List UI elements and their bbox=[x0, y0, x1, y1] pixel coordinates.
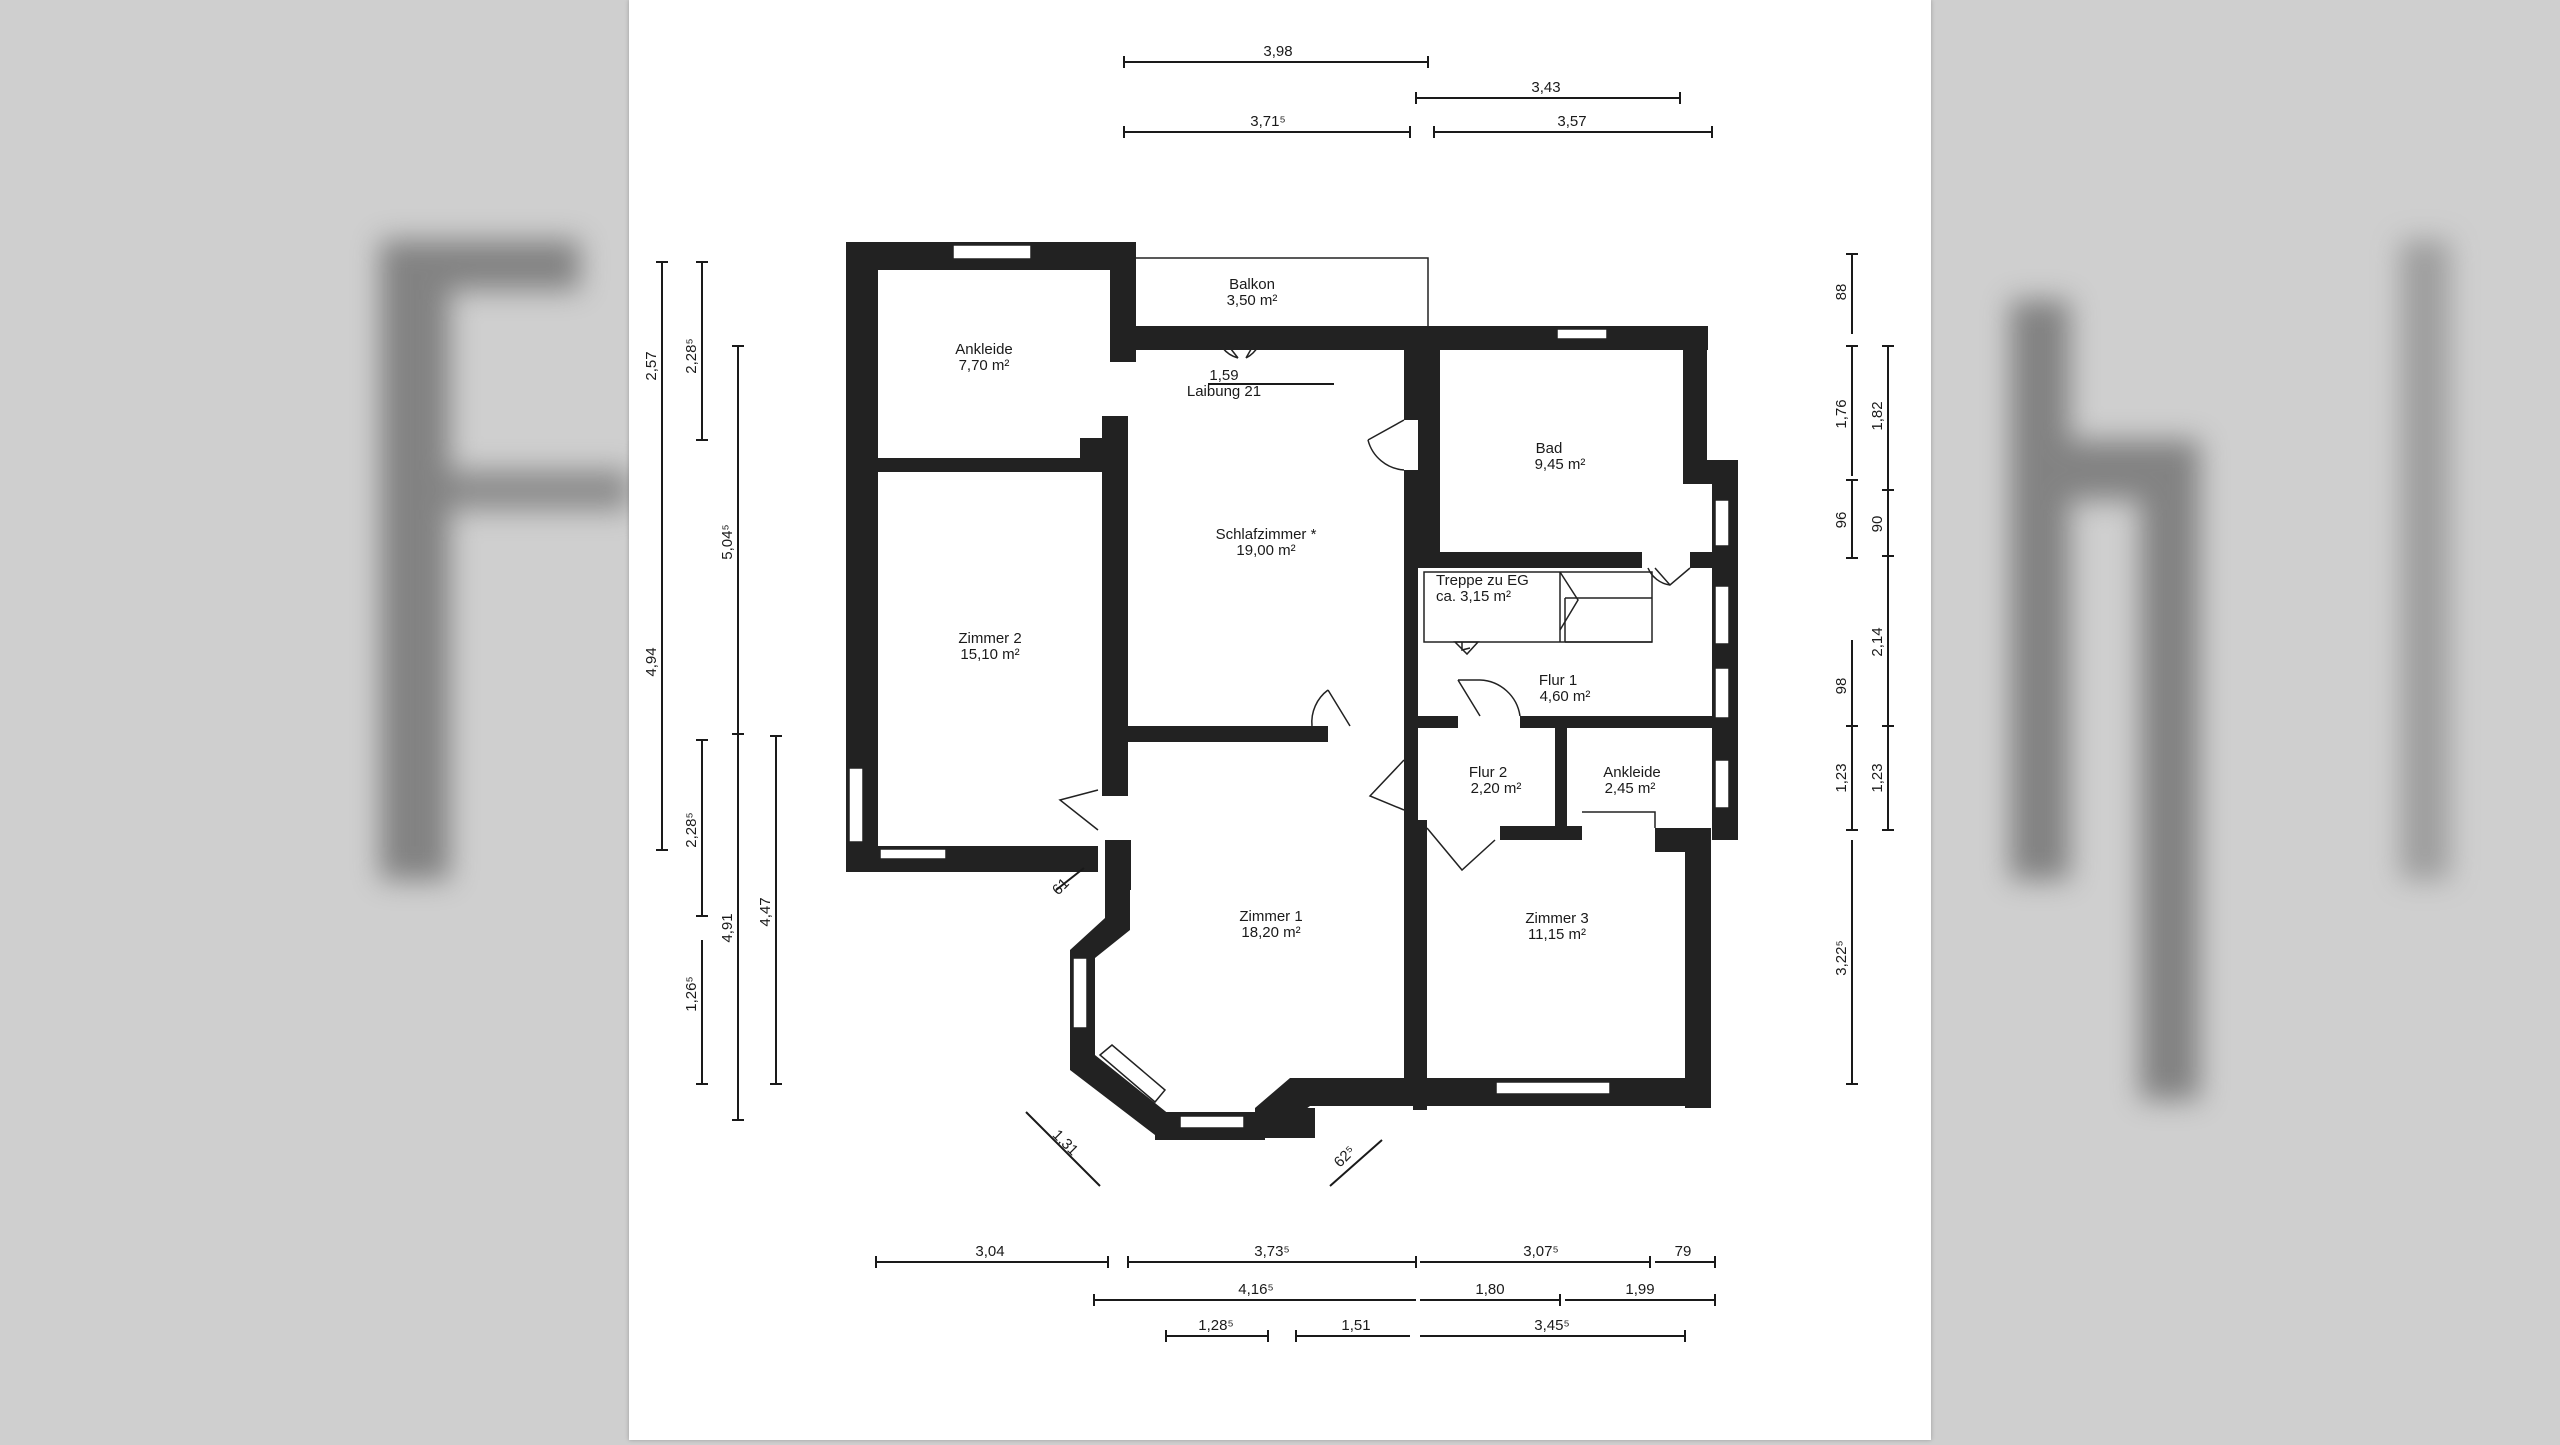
room-ankleide2-name: Ankleide bbox=[1603, 764, 1661, 781]
dim-right-5: 90 bbox=[1869, 516, 1886, 533]
room-balkon-area: 3,50 m² bbox=[1227, 292, 1278, 309]
stairs bbox=[1423, 571, 1653, 656]
dim-right-4: 96 bbox=[1833, 512, 1850, 529]
dim-top-3: 3,71⁵ bbox=[1250, 113, 1285, 130]
room-zimmer1-name: Zimmer 1 bbox=[1239, 908, 1302, 925]
dim-bottom-1: 3,04 bbox=[975, 1243, 1004, 1260]
dim-right-1: 88 bbox=[1833, 284, 1850, 301]
dimension-lines bbox=[661, 61, 1889, 1337]
dim-left-8: 1,26⁵ bbox=[683, 976, 700, 1011]
balcony-door-width: 1,59 bbox=[1209, 367, 1238, 384]
floor-plan: Balkon 3,50 m² Ankleide 7,70 m² Bad 9,45… bbox=[643, 43, 1894, 1342]
dimension-ticks bbox=[656, 56, 1894, 1342]
dim-right-6: 98 bbox=[1833, 678, 1850, 695]
room-bad-area: 9,45 m² bbox=[1535, 456, 1586, 473]
walls bbox=[846, 242, 1738, 1140]
dim-right-8: 1,23 bbox=[1833, 763, 1850, 792]
room-flur2-area: 2,20 m² bbox=[1471, 780, 1522, 797]
room-ankleide2-area: 2,45 m² bbox=[1605, 780, 1656, 797]
dim-left-6: 4,91 bbox=[719, 913, 736, 942]
dim-right-7: 2,14 bbox=[1869, 627, 1886, 656]
dim-bottom-2: 3,73⁵ bbox=[1254, 1243, 1289, 1260]
doors bbox=[1058, 329, 1691, 872]
dim-bottom-3: 3,07⁵ bbox=[1523, 1243, 1558, 1260]
dim-bottom-8: 1,28⁵ bbox=[1198, 1317, 1233, 1334]
dim-right-2: 1,76 bbox=[1833, 399, 1850, 428]
room-schlafzimmer-name: Schlafzimmer * bbox=[1216, 526, 1317, 543]
balcony-outline bbox=[1128, 257, 1429, 326]
room-schlafzimmer-area: 19,00 m² bbox=[1236, 542, 1295, 559]
room-treppe-name: Treppe zu EG bbox=[1436, 572, 1529, 589]
room-balkon-name: Balkon bbox=[1229, 276, 1275, 293]
dim-left-2: 2,28⁵ bbox=[683, 338, 700, 373]
dim-left-1: 2,57 bbox=[643, 351, 660, 380]
dim-right-9: 1,23 bbox=[1869, 763, 1886, 792]
dim-diag-3: 62⁵ bbox=[1331, 1143, 1359, 1171]
dim-bottom-6: 1,80 bbox=[1475, 1281, 1504, 1298]
room-ankleide-name: Ankleide bbox=[955, 341, 1013, 358]
dim-bottom-9: 1,51 bbox=[1341, 1317, 1370, 1334]
dim-right-3: 1,82 bbox=[1869, 401, 1886, 430]
dim-bottom-7: 1,99 bbox=[1625, 1281, 1654, 1298]
room-flur2-name: Flur 2 bbox=[1469, 764, 1507, 781]
dim-top-1: 3,98 bbox=[1263, 43, 1292, 60]
windows bbox=[848, 244, 1730, 1129]
room-zimmer3-area: 11,15 m² bbox=[1528, 926, 1586, 943]
dim-bottom-4: 79 bbox=[1675, 1243, 1692, 1260]
dim-left-3: 5,04⁵ bbox=[719, 524, 736, 559]
room-ankleide-area: 7,70 m² bbox=[959, 357, 1010, 374]
dim-bottom-10: 3,45⁵ bbox=[1534, 1317, 1569, 1334]
room-labels: Balkon 3,50 m² Ankleide 7,70 m² Bad 9,45… bbox=[955, 276, 1661, 943]
room-bad-name: Bad bbox=[1536, 440, 1563, 457]
dimension-labels: 3,98 3,43 3,71⁵ 3,57 3,04 3,73⁵ 3,07⁵ 79… bbox=[643, 43, 1886, 1334]
room-zimmer2-area: 15,10 m² bbox=[960, 646, 1019, 663]
dim-right-10: 3,22⁵ bbox=[1833, 940, 1850, 975]
room-treppe-area: ca. 3,15 m² bbox=[1436, 588, 1511, 605]
dim-bottom-5: 4,16⁵ bbox=[1238, 1281, 1273, 1298]
room-zimmer1-area: 18,20 m² bbox=[1241, 924, 1300, 941]
dim-left-4: 4,94 bbox=[643, 647, 660, 676]
laibung-label: Laibung 21 bbox=[1187, 383, 1261, 400]
dim-left-5: 2,28⁵ bbox=[683, 812, 700, 847]
room-flur1-area: 4,60 m² bbox=[1540, 688, 1591, 705]
room-flur1-name: Flur 1 bbox=[1539, 672, 1577, 689]
dim-top-2: 3,43 bbox=[1531, 79, 1560, 96]
dim-diag-2: 1,31 bbox=[1049, 1126, 1082, 1159]
room-zimmer2-name: Zimmer 2 bbox=[958, 630, 1021, 647]
dim-top-4: 3,57 bbox=[1557, 113, 1586, 130]
floor-plan-sheet: Balkon 3,50 m² Ankleide 7,70 m² Bad 9,45… bbox=[629, 0, 1931, 1440]
room-zimmer3-name: Zimmer 3 bbox=[1525, 910, 1588, 927]
dim-left-7: 4,47 bbox=[757, 897, 774, 926]
